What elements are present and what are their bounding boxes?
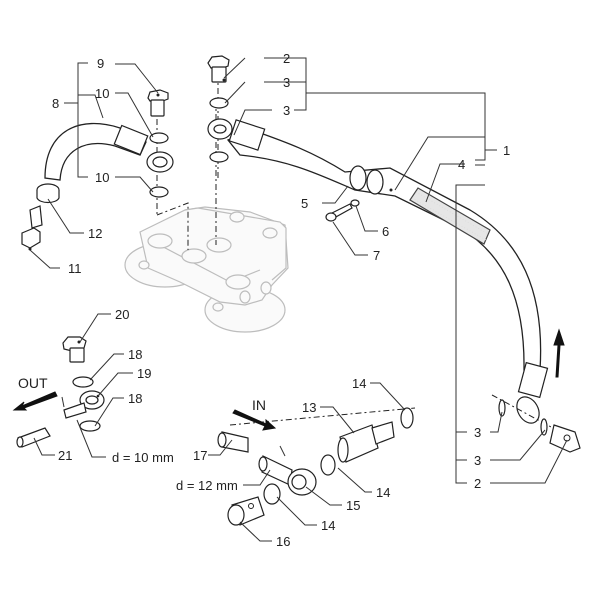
nut-6 [350, 199, 360, 207]
callout-5: 5 [301, 196, 308, 211]
callout-labels: 9 8 10 10 12 11 2 3 3 1 4 5 6 7 3 3 2 20… [18, 51, 510, 549]
hose-clamp-12 [36, 183, 60, 204]
inlet-assembly [217, 407, 416, 526]
callout-8: 8 [52, 96, 59, 111]
callout-20: 20 [115, 307, 129, 322]
assembly-8 [21, 89, 217, 251]
banjo-bolt-2-top [207, 55, 230, 83]
callout-17: 17 [193, 448, 207, 463]
engine-mounting-block [124, 206, 289, 333]
washer-18-upper [72, 376, 94, 388]
pipe-17 [217, 431, 249, 453]
washer-3-lower [209, 151, 229, 163]
spring-guard-4 [409, 187, 491, 245]
callout-3-top: 3 [283, 75, 290, 90]
hose-nipple-11 [21, 205, 43, 251]
banjo-bolt-16 [227, 496, 265, 526]
flow-direction-arrow-up [553, 328, 565, 378]
callout-18-lower: 18 [128, 391, 142, 406]
washer-18-lower [79, 420, 101, 432]
callout-14-lower: 14 [321, 518, 335, 533]
in-label: IN [252, 397, 266, 413]
banjo-fitting-19 [63, 390, 105, 419]
washer-3-bottom-a [498, 399, 506, 417]
screw-7 [325, 203, 353, 222]
callout-15: 15 [346, 498, 360, 513]
callout-3-mid: 3 [283, 103, 290, 118]
in-arrow [232, 409, 277, 431]
callout-14-mid: 14 [376, 485, 390, 500]
washer-3-bottom-b [540, 418, 548, 436]
callout-2-top: 2 [283, 51, 290, 66]
hose-assembly-1 [207, 55, 581, 453]
out-arrow [12, 391, 58, 411]
outlet-diameter-label: d = 10 mm [112, 450, 174, 465]
callout-9: 9 [97, 56, 104, 71]
pipe-stub-d12 [258, 455, 293, 486]
washer-14-mid [320, 454, 336, 476]
callout-10-upper: 10 [95, 86, 109, 101]
banjo-bolt-2-bottom [549, 424, 581, 453]
washer-10-lower [149, 186, 169, 198]
washer-3-top [209, 97, 229, 109]
callout-11: 11 [68, 261, 82, 276]
washer-10-upper [149, 132, 169, 144]
callout-1: 1 [503, 143, 510, 158]
banjo-fitting-15 [287, 468, 317, 496]
callout-2-bottom: 2 [474, 476, 481, 491]
banjo-bolt-9 [147, 89, 169, 117]
inlet-diameter-label: d = 12 mm [176, 478, 238, 493]
banjo-bolt-20 [62, 336, 87, 363]
callout-14-top: 14 [352, 376, 366, 391]
pipe-21 [16, 427, 51, 448]
callout-7: 7 [373, 248, 380, 263]
callout-19: 19 [137, 366, 151, 381]
callout-21: 21 [58, 448, 72, 463]
callout-16: 16 [276, 534, 290, 549]
callout-3-bottom-b: 3 [474, 453, 481, 468]
callout-4: 4 [458, 157, 465, 172]
outlet-assembly [12, 336, 105, 448]
callout-13: 13 [302, 400, 316, 415]
callout-12: 12 [88, 226, 102, 241]
adapter-13 [337, 421, 395, 463]
callout-10-lower: 10 [95, 170, 109, 185]
callout-18-upper: 18 [128, 347, 142, 362]
washer-14-lower [263, 483, 281, 505]
leader-lines [29, 57, 568, 542]
callout-6: 6 [382, 224, 389, 239]
washer-14-top [400, 407, 414, 429]
out-label: OUT [18, 375, 48, 391]
callout-3-bottom-a: 3 [474, 425, 481, 440]
